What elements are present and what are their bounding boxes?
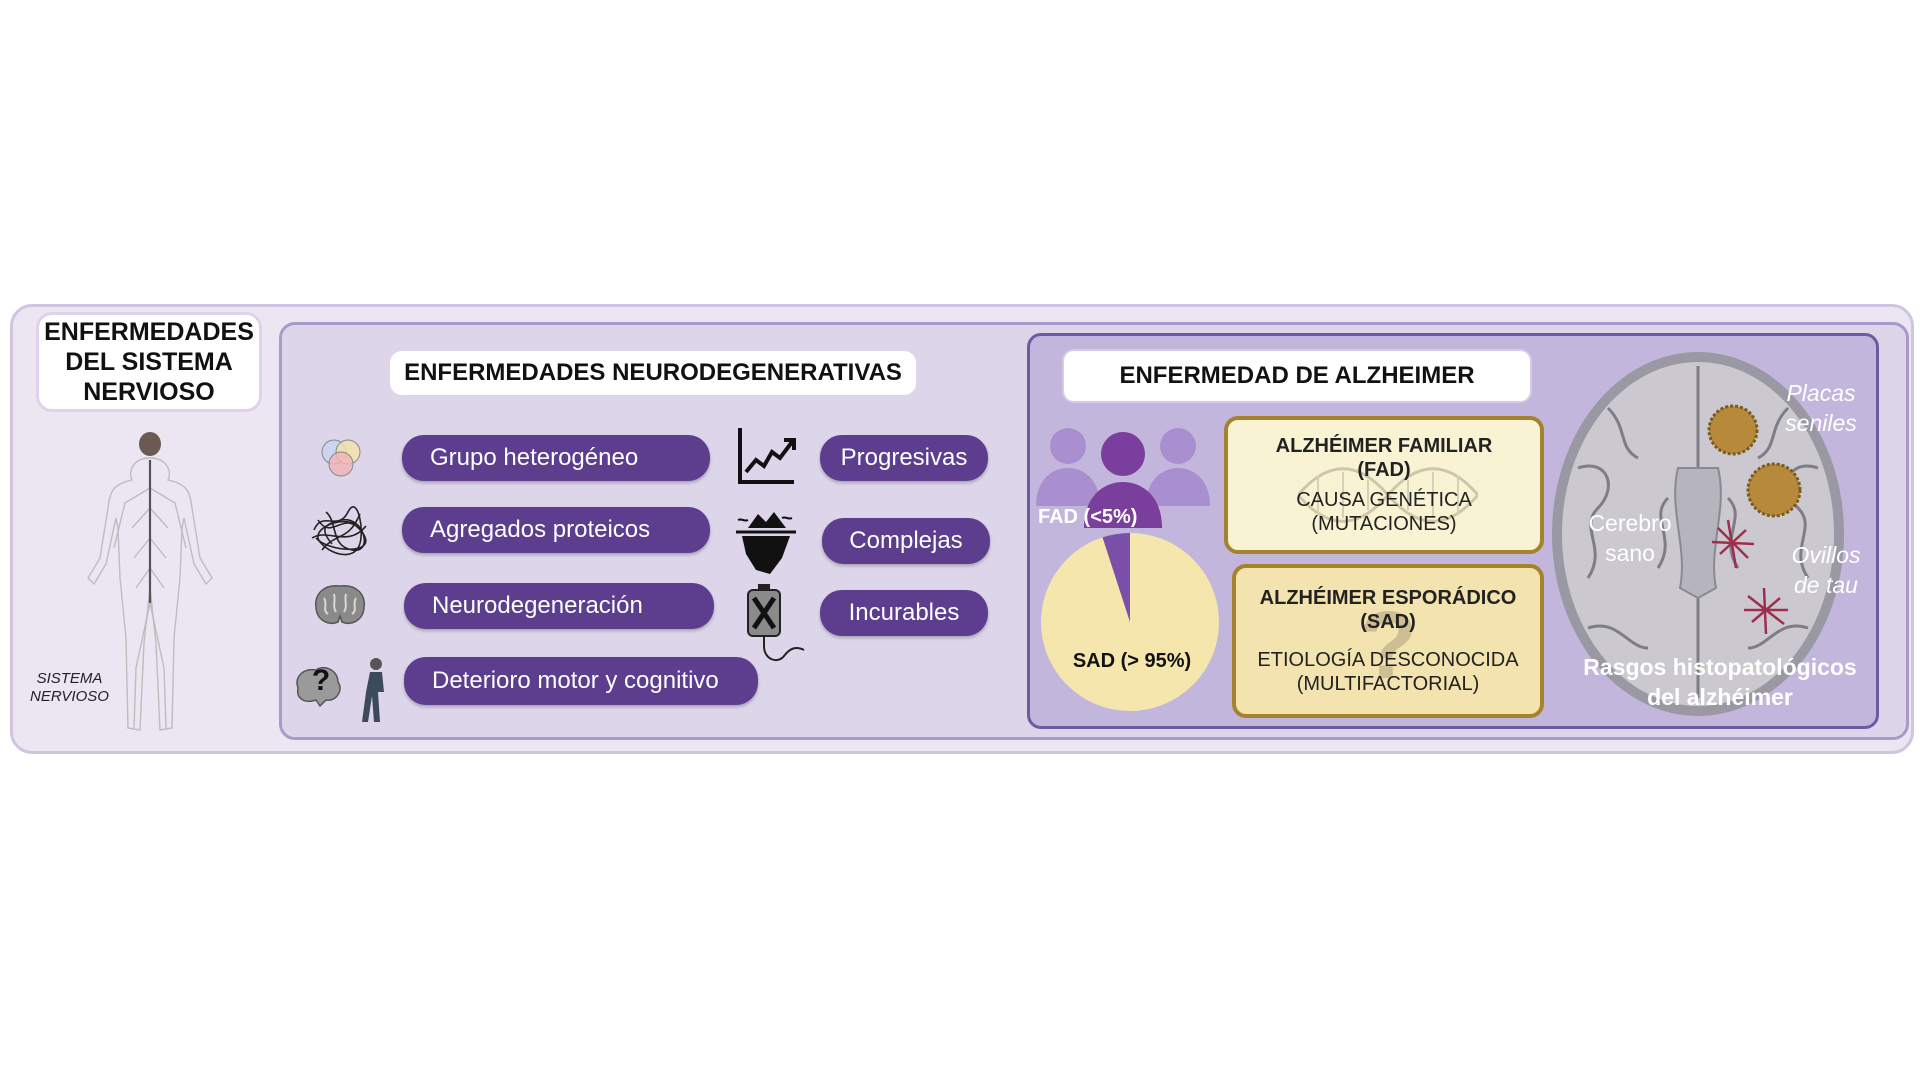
pill-agregados-proteicos: Agregados proteicos — [402, 507, 710, 553]
healthy-label-1: Cerebro — [1588, 510, 1672, 536]
histo-caption-2: del alzhéimer — [1647, 684, 1793, 710]
trend-chart-icon — [738, 428, 796, 484]
familiar-heading-2: (FAD) — [1357, 459, 1411, 481]
pill-neurodegeneracion: Neurodegeneración — [404, 583, 714, 629]
confused-elderly-icon: ? — [296, 658, 384, 722]
histopathology-caption: Rasgos histopatológicos del alzhéimer — [1560, 652, 1880, 712]
plaques-label: Placas seniles — [1766, 378, 1876, 438]
tangles-label-2: de tau — [1794, 572, 1858, 598]
tau-tangles-icon — [1711, 519, 1788, 635]
caption-line-1: SISTEMA — [36, 670, 103, 687]
sporadic-alzheimer-box: ? ALZHÉIMER ESPORÁDICO (SAD) ETIOLOGÍA D… — [1232, 564, 1544, 718]
nervous-system-title-box: ENFERMEDADES DEL SISTEMA NERVIOSO — [36, 312, 262, 412]
people-group-icon — [1036, 428, 1210, 528]
figure-caption: SISTEMA NERVIOSO — [22, 670, 117, 706]
familiar-alzheimer-box: ALZHÉIMER FAMILIAR (FAD) CAUSA GENÉTICA … — [1224, 416, 1544, 554]
sporadic-text-2: (MULTIFACTORIAL) — [1296, 673, 1480, 695]
tangles-label-1: Ovillos — [1791, 542, 1861, 568]
title-line-1: ENFERMEDADES — [44, 318, 254, 346]
plaques-label-1: Placas — [1786, 380, 1856, 406]
pie-slice-fad — [1102, 533, 1130, 622]
nervous-system-figure-icon — [87, 432, 213, 731]
fad-label: FAD (<5%) — [1038, 506, 1138, 528]
familiar-text-2: (MUTACIONES) — [1311, 513, 1457, 535]
crossed-iv-bag-icon — [747, 584, 805, 662]
tangles-label: Ovillos de tau — [1776, 540, 1876, 600]
pill-incurables: Incurables — [820, 590, 988, 636]
pill-grupo-heterogeneo: Grupo heterogéneo — [402, 435, 710, 481]
plaques-label-2: seniles — [1785, 410, 1857, 436]
pill-complejas: Complejas — [822, 518, 990, 564]
fad-sad-pie-chart — [1041, 533, 1219, 711]
brain-cross-section-icon — [1552, 352, 1844, 716]
title-line-2: DEL SISTEMA — [65, 348, 233, 376]
healthy-brain-label: Cerebro sano — [1570, 508, 1690, 568]
sporadic-heading-2: (SAD) — [1360, 611, 1416, 633]
sporadic-text-1: ETIOLOGÍA DESCONOCIDA — [1257, 649, 1519, 671]
sporadic-heading-1: ALZHÉIMER ESPORÁDICO — [1259, 587, 1517, 609]
venn-diagram-icon — [321, 439, 361, 477]
question-mark-icon: ? — [1358, 592, 1418, 699]
neurodegenerative-title: ENFERMEDADES NEURODEGENERATIVAS — [390, 351, 916, 395]
pill-deterioro-motor-cognitivo: Deterioro motor y cognitivo — [404, 657, 758, 705]
pill-progresivas: Progresivas — [820, 435, 988, 481]
dna-icon — [1298, 467, 1478, 523]
protein-aggregate-icon — [311, 506, 367, 556]
iceberg-icon — [736, 512, 796, 574]
alzheimer-title: ENFERMEDAD DE ALZHEIMER — [1062, 349, 1532, 403]
svg-text:?: ? — [312, 664, 330, 697]
sad-label: SAD (> 95%) — [1072, 650, 1192, 672]
familiar-text-1: CAUSA GENÉTICA — [1296, 489, 1472, 511]
histo-caption-1: Rasgos histopatológicos — [1583, 654, 1857, 680]
familiar-heading-1: ALZHÉIMER FAMILIAR — [1275, 435, 1493, 457]
healthy-label-2: sano — [1605, 540, 1655, 566]
senile-plaques-icon — [1707, 404, 1802, 518]
caption-line-2: NERVIOSO — [30, 688, 109, 705]
title-line-3: NERVIOSO — [83, 378, 215, 406]
brain-section-icon — [315, 585, 365, 624]
